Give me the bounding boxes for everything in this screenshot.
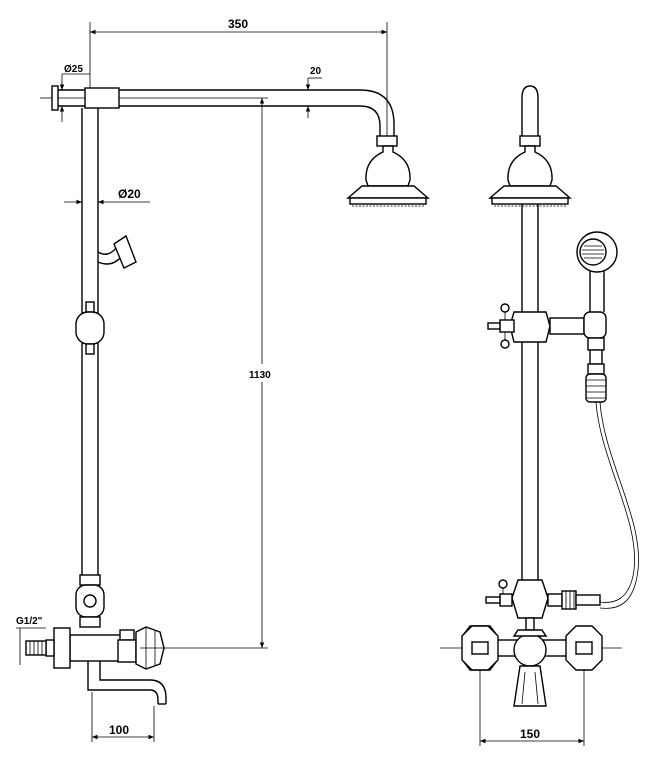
front-dimensions: 150 [479,670,585,746]
dim-arm-diameter-label: Ø25 [64,64,83,75]
hand-shower [576,231,618,375]
dim-arm-length-label: 350 [228,17,248,31]
mixer-body-side [25,626,165,670]
side-dimensions: 350 Ø25 20 Ø20 1130 [16,17,388,742]
dim-arm-diameter: Ø25 [59,64,90,122]
front-view [440,85,640,707]
arm-top-front [519,85,541,147]
dim-arm-drop-label: 20 [310,66,322,77]
dim-rail-diameter-label: Ø20 [118,187,141,201]
dim-spout-reach: 100 [91,692,155,742]
center-valve [512,629,548,707]
cross-handle-left [461,625,499,671]
arm-nut [376,135,398,147]
mixer-body-front [440,625,622,707]
bath-spout [87,661,167,705]
dim-spout-reach-label: 100 [109,723,129,737]
dim-inlet-thread: G1/2" [16,616,46,665]
side-view [25,85,430,705]
dim-height: 1130 [119,97,278,649]
cross-handle-right [565,625,603,671]
diverter-front [485,579,601,631]
dim-mixer-centers-label: 150 [520,727,540,741]
inlet-thread [25,640,47,656]
shower-arm [58,87,395,136]
dim-arm-drop: 20 [305,66,322,118]
dim-height-label: 1130 [249,370,271,381]
dim-mixer-centers: 150 [479,670,585,746]
arm-wall-flange [40,85,59,111]
diverter-side [75,574,105,628]
slider-front [487,303,607,349]
shower-head-front [488,145,572,207]
hose [585,373,640,609]
dim-arm-length: 350 [89,17,388,136]
slider-clamp [75,301,105,355]
shower-head-side [346,145,430,207]
dim-inlet-thread-label: G1/2" [16,616,43,627]
riser-rail-front [521,204,539,580]
dim-rail-diameter: Ø20 [64,187,150,205]
hand-shower-holder [97,234,137,269]
